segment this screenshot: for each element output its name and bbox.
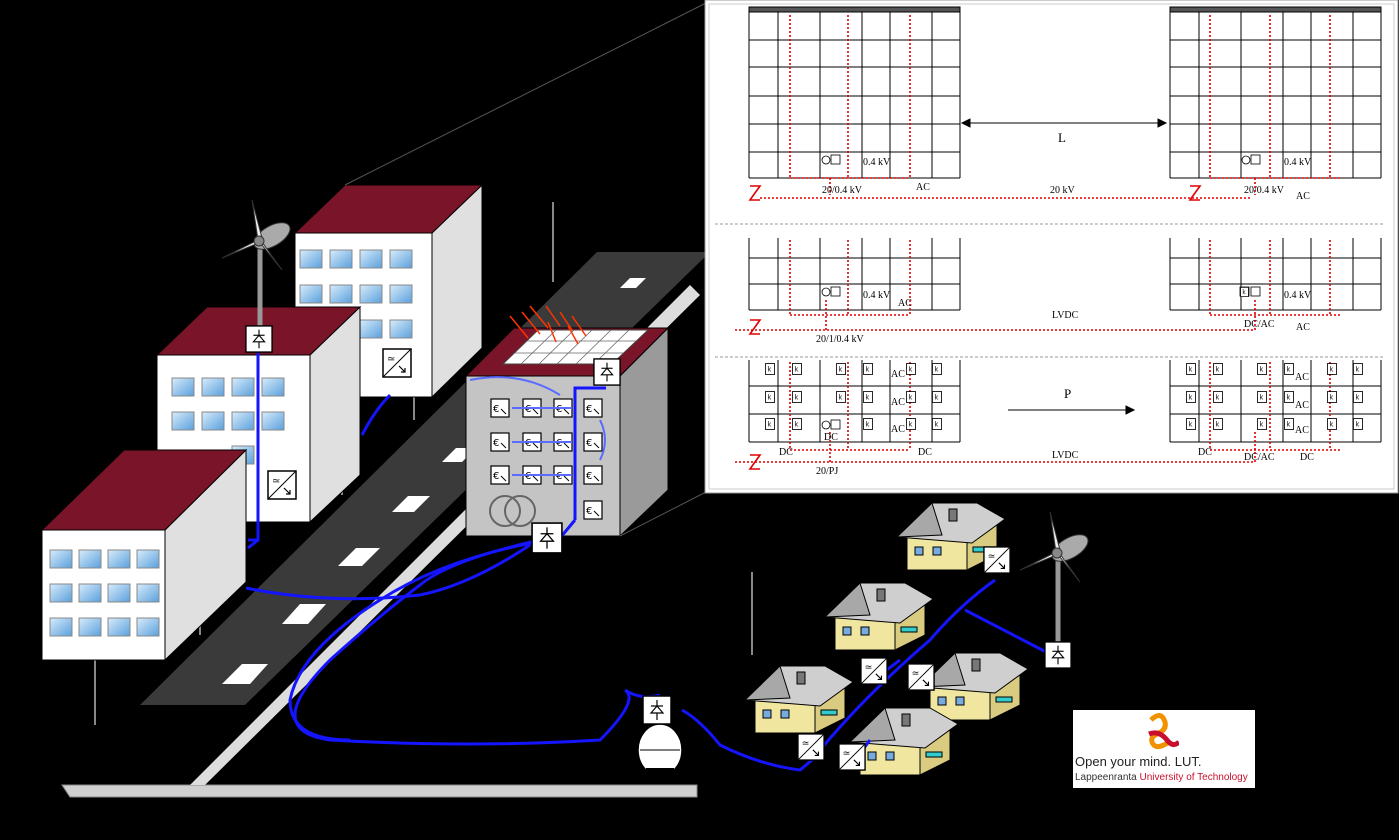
- dc-label: DC: [1300, 452, 1314, 463]
- inverter-icon: [983, 546, 1011, 574]
- distance-arrow: [960, 118, 1168, 128]
- ac-label: AC: [891, 424, 905, 435]
- power-arrow: [1008, 405, 1136, 415]
- ac-label: AC: [898, 298, 912, 309]
- transformer-label: 20/1/0.4 kV: [816, 334, 865, 345]
- ground-line: [61, 784, 698, 798]
- rectifier-icon: [531, 522, 563, 554]
- converter-label: DC/AC: [1244, 319, 1275, 330]
- length-label: L: [1058, 130, 1066, 145]
- ac-label: AC: [891, 397, 905, 408]
- mv-feeder-icon: [748, 185, 1202, 470]
- lvdc-label: LVDC: [1052, 450, 1079, 461]
- dc-label: DC: [824, 432, 838, 443]
- distribution-lines: [735, 15, 1340, 463]
- solar-panel: [501, 305, 650, 365]
- power-label: P: [1064, 386, 1071, 401]
- ac-label: AC: [1295, 372, 1309, 383]
- lv-label: 0.4 kV: [863, 157, 891, 168]
- rectifier-icon: [1044, 641, 1072, 669]
- ac-label: AC: [916, 182, 930, 193]
- houses: [745, 502, 1029, 776]
- rectifier-icon: [245, 325, 273, 353]
- lv-label: 0.4 kV: [1284, 290, 1312, 301]
- dc-label: DC: [1198, 447, 1212, 458]
- transformer-label: 20/0.4 kV: [1244, 185, 1285, 196]
- substation-building: [464, 305, 670, 538]
- building-grid: [748, 238, 1382, 311]
- zoom-lines: [344, 2, 707, 537]
- dc-label: DC: [779, 447, 793, 458]
- lut-logo: Open your mind. LUT. Lappeenranta Univer…: [1073, 710, 1255, 788]
- ac-label: AC: [1295, 425, 1309, 436]
- mv-voltage-label: 20 kV: [1050, 185, 1076, 196]
- rectifier-label: 20/PJ: [816, 466, 838, 477]
- ac-label: AC: [1295, 400, 1309, 411]
- logo-university: Lappeenranta University of Technology: [1075, 772, 1248, 783]
- building-front: [40, 448, 248, 662]
- inverter-icon: [860, 657, 888, 685]
- transformer-icon: [637, 723, 683, 777]
- inverter-icon: [382, 348, 412, 378]
- lv-label: 0.4 kV: [1284, 157, 1312, 168]
- ac-label: AC: [1296, 322, 1310, 333]
- logo-slogan: Open your mind. LUT.: [1075, 754, 1202, 769]
- rectifier-icon: [642, 695, 672, 725]
- inverter-icon: [797, 733, 825, 761]
- converter-label: DC/AC: [1244, 452, 1275, 463]
- wind-turbine-icon: [1020, 512, 1092, 662]
- inverter-icon: [838, 743, 866, 771]
- inverter-icon: [907, 663, 935, 691]
- logo-city: Lappeenranta: [1075, 772, 1137, 783]
- inset-panel: L 20 kV 0.4 kV 0.4 kV AC AC 20/0.4 kV 20…: [704, 0, 1399, 494]
- building-grid: [1169, 6, 1382, 179]
- transformer-label: 20/0.4 kV: [822, 185, 863, 196]
- building-grid: [748, 6, 961, 179]
- ac-label: AC: [1296, 191, 1310, 202]
- dc-label: DC: [918, 447, 932, 458]
- lut-ampersand-icon: [1148, 713, 1179, 750]
- lvdc-label: LVDC: [1052, 310, 1079, 321]
- transformer-round: [489, 495, 536, 527]
- rectifier-icon: [593, 358, 621, 386]
- logo-university-name: University of Technology: [1139, 772, 1248, 783]
- lvdc-cable: [245, 352, 1053, 772]
- lv-label: 0.4 kV: [863, 290, 891, 301]
- inverter-icon: [267, 470, 297, 500]
- ac-label: AC: [891, 369, 905, 380]
